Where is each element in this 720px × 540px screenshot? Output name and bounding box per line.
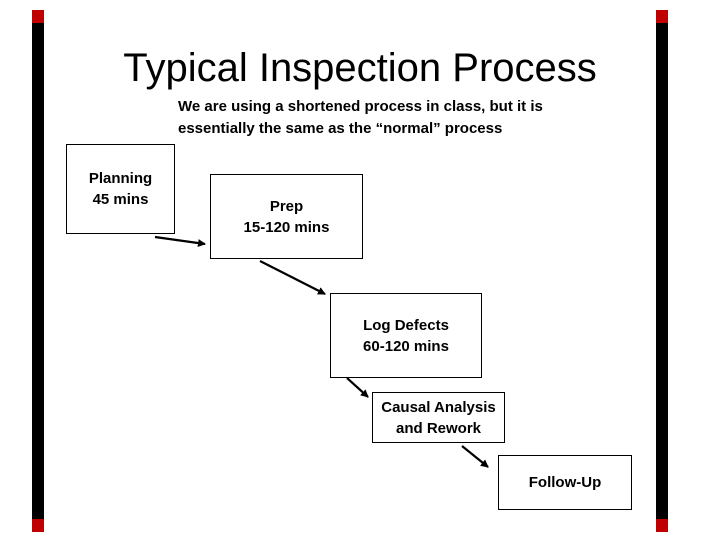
slide-subtitle: We are using a shortened process in clas… [178, 98, 543, 137]
process-box-log-defects: Log Defects 60-120 mins [330, 293, 482, 378]
left-border-bar [32, 10, 44, 532]
accent-square-bottom-right [656, 519, 668, 532]
arrow-logdefects-to-causal [346, 377, 369, 398]
box-label-line1: Follow-Up [528, 474, 602, 491]
arrow-causal-to-followup [461, 445, 489, 468]
process-box-prep: Prep 15-120 mins [210, 174, 363, 259]
process-box-planning: Planning 45 mins [66, 144, 175, 234]
box-label-line2: and Rework [395, 419, 482, 437]
accent-square-bottom-left [32, 519, 44, 532]
box-label-line1: Causal Analysis [381, 398, 496, 416]
arrow-prep-to-logdefects [259, 260, 326, 295]
box-label-line2: 15-120 mins [243, 218, 330, 236]
box-label-line2: 45 mins [92, 191, 149, 208]
process-box-causal-analysis: Causal Analysis and Rework [372, 392, 505, 443]
box-label-line1: Prep [269, 197, 304, 215]
box-label-line1: Planning [88, 170, 153, 187]
accent-square-top-right [656, 10, 668, 23]
slide-title: Typical Inspection Process [123, 46, 597, 90]
accent-square-top-left [32, 10, 44, 23]
box-label-line1: Log Defects [363, 316, 449, 334]
box-label-line2: 60-120 mins [363, 337, 449, 355]
right-border-bar [656, 10, 668, 532]
arrow-planning-to-prep [154, 235, 206, 247]
process-box-follow-up: Follow-Up [498, 455, 632, 510]
